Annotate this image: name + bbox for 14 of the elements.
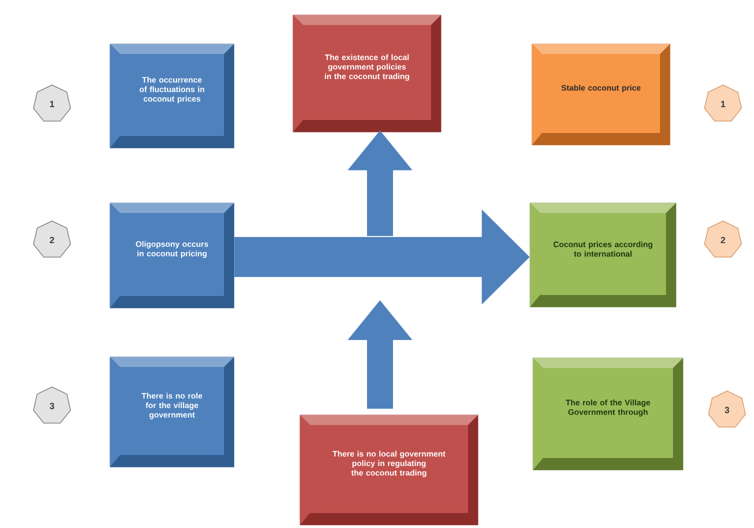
beveled-box: The existence of local government policies in the coconut trading: [292, 14, 442, 132]
number-badge: 1: [704, 84, 742, 122]
beveled-box: Stable coconut price: [532, 44, 670, 146]
beveled-box: The occurrence of fluctuations in coconut prices: [110, 44, 234, 148]
beveled-box: There is no local government policy in regulating the coconut trading: [300, 414, 478, 526]
number-badge: 2: [704, 220, 742, 258]
number-badge: 1: [33, 84, 71, 122]
beveled-box: Oligopsony occurs in coconut pricing: [110, 202, 234, 308]
beveled-box: Coconut prices according to international: [530, 202, 676, 308]
number-badge: 3: [33, 386, 71, 424]
beveled-box: There is no role for the village government: [110, 356, 234, 468]
beveled-box: The role of the Village Government through: [532, 358, 684, 470]
number-badge: 2: [33, 220, 71, 258]
number-badge: 3: [708, 390, 746, 428]
